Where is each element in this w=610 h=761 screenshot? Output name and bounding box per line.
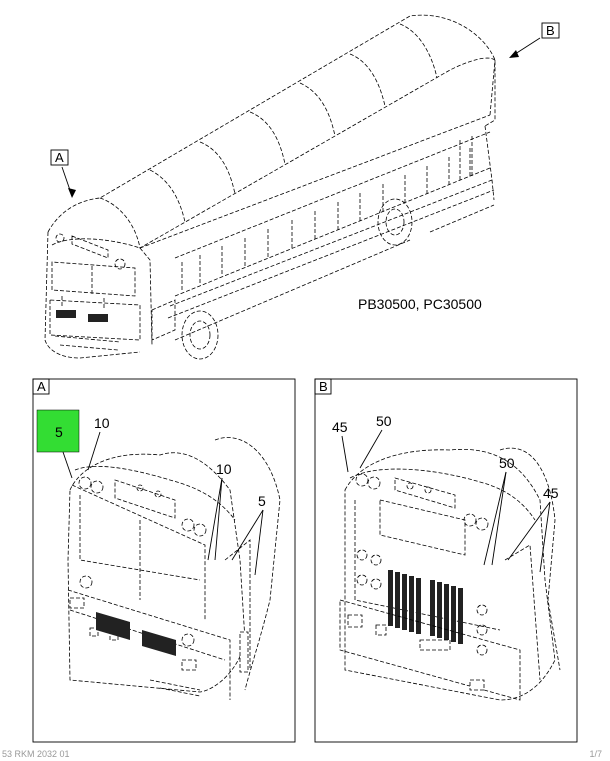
panel-a-label: A — [37, 379, 46, 394]
panel-a: A 5 10 10 5 — [32, 378, 296, 743]
view-a-callout-text: A — [55, 150, 64, 165]
callout-b-50-right: 50 — [499, 455, 515, 471]
bus-illustration — [44, 14, 496, 360]
front-wheel — [181, 310, 219, 360]
side-windows — [181, 148, 471, 290]
footer-doc-id: 53 RKM 2032 01 — [2, 749, 70, 759]
callout-a-10-right: 10 — [216, 461, 232, 477]
callout-b-45-right: 45 — [543, 485, 559, 501]
page-footer: 53 RKM 2032 01 1/7 — [0, 749, 610, 761]
callout-a-5-right: 5 — [258, 493, 266, 509]
footer-page: 1/7 — [589, 749, 602, 759]
callout-a-5-highlighted: 5 — [55, 424, 63, 440]
model-label: PB30500, PC30500 — [358, 296, 482, 312]
rear-engine-grille — [388, 570, 463, 644]
callout-b-45-left: 45 — [332, 419, 348, 435]
view-b-callout-text: B — [546, 23, 555, 38]
panel-b-label: B — [319, 379, 328, 394]
callout-b-50-top: 50 — [376, 413, 392, 429]
highlight-box — [36, 409, 80, 453]
view-b-callout: B — [509, 22, 560, 58]
view-a-callout: A — [50, 149, 76, 198]
callout-a-10-top: 10 — [94, 415, 110, 431]
panel-b: B — [314, 378, 578, 743]
rear-wheel — [377, 198, 413, 246]
